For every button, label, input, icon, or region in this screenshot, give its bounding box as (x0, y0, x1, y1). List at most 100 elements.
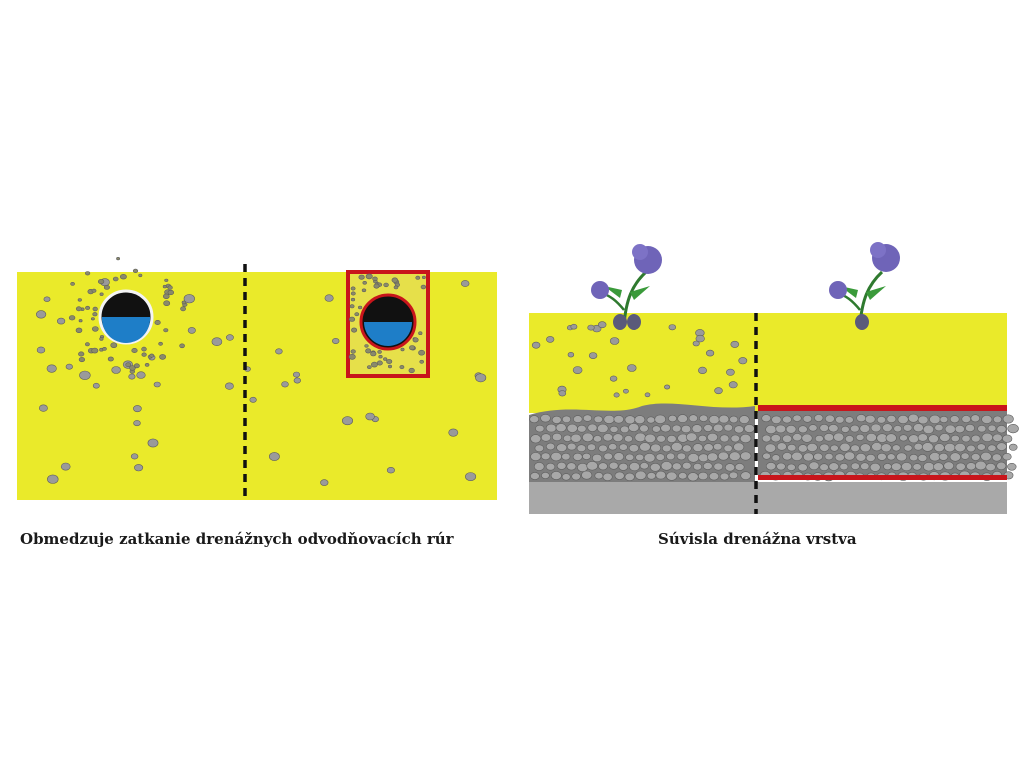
stone-icon (695, 334, 705, 343)
stone-icon (976, 443, 986, 451)
stone-icon (644, 392, 651, 398)
stone-icon (138, 273, 143, 278)
stone-icon (734, 425, 745, 434)
stone-icon (738, 357, 748, 365)
stone-icon (92, 306, 98, 312)
stone-icon (164, 278, 169, 282)
stone-icon (628, 423, 640, 432)
stone-icon (588, 352, 598, 359)
stone-icon (461, 280, 470, 287)
stone-icon (922, 424, 935, 434)
stone-icon (551, 432, 562, 442)
stone-icon (598, 444, 608, 453)
stone-icon (644, 433, 656, 443)
stone-icon (561, 415, 571, 424)
stone-icon (651, 425, 661, 433)
stone-icon (613, 452, 625, 461)
stone-icon (991, 453, 1002, 462)
stone-icon (870, 423, 882, 433)
stone-icon (723, 423, 733, 432)
stone-icon (856, 414, 867, 423)
stone-icon (421, 275, 426, 280)
stone-icon (880, 443, 892, 453)
stone-icon (572, 366, 583, 374)
stone-icon (39, 404, 48, 412)
stone-icon (133, 420, 141, 427)
stone-icon (718, 414, 730, 424)
stone-icon (726, 368, 735, 376)
stone-icon (583, 414, 593, 422)
stone-icon (75, 327, 83, 334)
stone-icon (655, 453, 665, 461)
stone-icon (743, 424, 755, 433)
stone-icon (808, 461, 820, 471)
stone-icon (713, 423, 724, 433)
stone-icon (819, 443, 830, 452)
stone-icon (877, 452, 887, 461)
stone-icon (860, 462, 870, 470)
stone-icon (350, 291, 356, 296)
stone-icon (47, 474, 59, 484)
stone-icon (629, 462, 641, 472)
stone-icon (714, 387, 723, 395)
stone-icon (566, 442, 577, 451)
stone-icon (399, 365, 405, 370)
stone-icon (901, 462, 913, 472)
stone-icon (823, 433, 835, 442)
stone-icon (586, 461, 598, 471)
stone-icon (581, 470, 593, 480)
gravel-layer-left (529, 403, 755, 482)
stone-icon (908, 434, 920, 444)
stone-icon (923, 462, 935, 472)
stone-icon (950, 434, 960, 443)
stone-icon (671, 424, 682, 433)
stone-icon (917, 415, 929, 425)
stone-icon (620, 425, 630, 434)
stone-icon (545, 442, 556, 451)
stone-icon (597, 423, 609, 433)
stone-icon (850, 444, 860, 453)
soil-layer (529, 313, 1007, 413)
stone-icon (971, 453, 981, 461)
stone-icon (582, 432, 594, 443)
stone-icon (84, 271, 91, 276)
stone-icon (628, 444, 639, 453)
stone-icon (981, 432, 993, 442)
stone-icon (608, 443, 618, 451)
stone-icon (370, 351, 377, 357)
stone-icon (996, 461, 1007, 470)
stone-icon (671, 442, 683, 452)
stone-icon (158, 341, 163, 346)
stone-icon (530, 434, 542, 444)
stone-icon (163, 328, 169, 333)
stone-icon (886, 415, 897, 424)
stone-icon (78, 357, 85, 363)
stone-icon (668, 324, 677, 331)
stone-icon (859, 424, 871, 433)
stone-icon (149, 353, 155, 358)
stone-icon (370, 361, 378, 368)
stone-icon (350, 297, 356, 302)
stone-icon (864, 414, 876, 424)
stone-icon (828, 424, 839, 433)
stone-icon (594, 472, 604, 480)
stone-icon (660, 423, 671, 433)
stone-icon (577, 424, 587, 433)
stone-icon (566, 462, 577, 471)
stone-icon (448, 428, 459, 437)
stone-icon (855, 433, 865, 441)
stone-icon (634, 432, 647, 443)
stone-icon (666, 471, 678, 481)
stone-icon (814, 435, 824, 443)
stone-icon (608, 461, 619, 470)
stone-icon (996, 442, 1007, 451)
stone-icon (955, 462, 966, 471)
stone-icon (332, 338, 340, 345)
stone-icon (656, 434, 666, 443)
stone-icon (843, 451, 856, 461)
stone-icon (672, 462, 682, 471)
stone-icon (419, 359, 425, 364)
stone-icon (903, 444, 913, 452)
stone-icon (1002, 434, 1013, 443)
stone-icon (765, 462, 777, 471)
